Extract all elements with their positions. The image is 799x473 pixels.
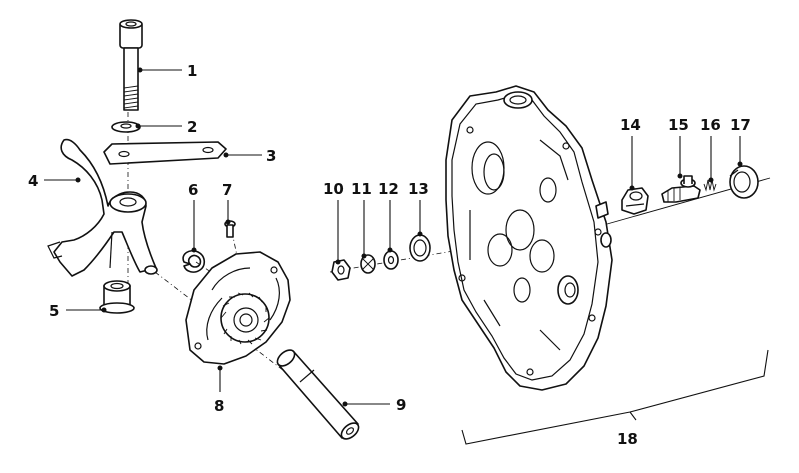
part-15-valve-body: [661, 175, 701, 203]
part-13-seal: [409, 234, 431, 262]
callout-11: 11: [351, 180, 372, 198]
callout-1: 1: [187, 62, 197, 80]
callout-14: 14: [620, 116, 641, 134]
part-12-washer: [383, 250, 399, 270]
part-10-nut: [331, 259, 351, 281]
callout-7: 7: [222, 181, 232, 199]
bracket-18: [461, 349, 769, 445]
callout-5: 5: [49, 302, 59, 320]
part-18-crankcase-cover: [445, 85, 613, 391]
callout-labels: 1 2 3 4 5 6 7 8 9 10 11 12 13 14 15 16 1…: [28, 62, 751, 448]
leader-lines: [44, 67, 743, 407]
part-9-shaft: [276, 349, 360, 440]
callout-15: 15: [668, 116, 689, 134]
part-4-shift-fork: [47, 138, 158, 277]
part-14-fitting: [621, 187, 649, 215]
callout-12: 12: [378, 180, 399, 198]
callout-2: 2: [187, 118, 197, 136]
callout-8: 8: [214, 397, 224, 415]
callout-3: 3: [266, 147, 276, 165]
callout-16: 16: [700, 116, 721, 134]
part-11-lock-washer: [360, 254, 376, 274]
callout-6: 6: [188, 181, 198, 199]
callout-10: 10: [323, 180, 344, 198]
part-3-plate: [103, 141, 227, 165]
callout-13: 13: [408, 180, 429, 198]
part-5-sleeve: [99, 280, 135, 314]
part-1-bolt: [119, 19, 143, 111]
part-17-cap: [729, 165, 759, 199]
callout-17: 17: [730, 116, 751, 134]
part-6-circlip: [182, 249, 206, 273]
callout-18: 18: [617, 430, 638, 448]
callout-9: 9: [396, 396, 406, 414]
part-16-spring: [703, 179, 717, 192]
callout-4: 4: [28, 172, 38, 190]
part-8-gear-housing: [185, 251, 291, 365]
